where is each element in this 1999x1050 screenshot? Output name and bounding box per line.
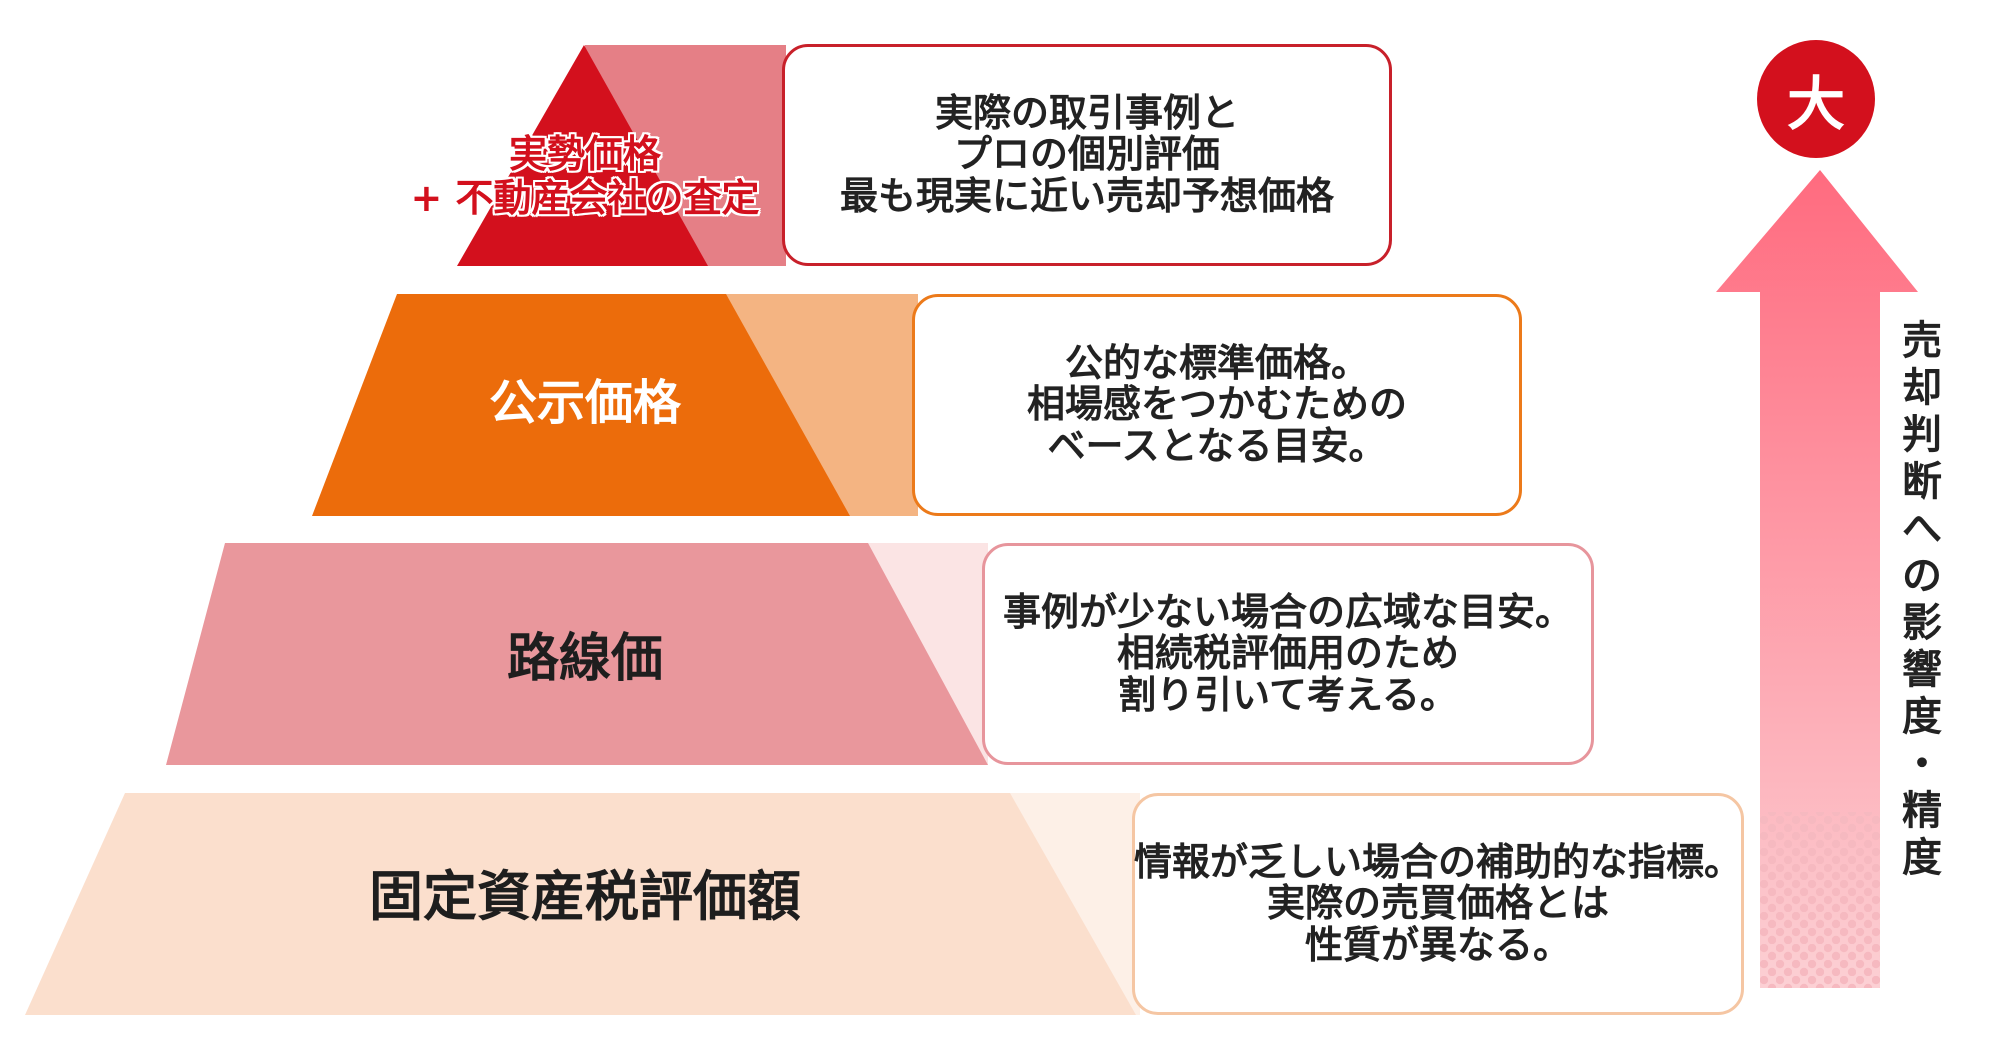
description-line: 相続税評価用のため — [1116, 631, 1459, 676]
description-line: 公的な標準価格。 — [1064, 341, 1369, 386]
axis-label-char: 度 — [1902, 835, 1942, 881]
description-line: 割り引いて考える。 — [1118, 672, 1458, 717]
large-badge: 大 — [1757, 40, 1875, 158]
tier-label-line: 固定資産税評価額 — [369, 865, 801, 928]
description-line: 実際の取引事例と — [934, 91, 1239, 136]
arrow-dot-pattern — [1760, 812, 1880, 988]
pyramid-tier-3 — [25, 793, 1136, 1015]
description-line: 情報が乏しい場合の補助的な指標。 — [1134, 840, 1743, 885]
axis-label-char: 精 — [1902, 788, 1942, 834]
tier-description-fixed-asset-value: 情報が乏しい場合の補助的な指標。 実際の売買価格とは 性質が異なる。 — [1132, 793, 1744, 1015]
tier-label-line: + 不動産会社の査定 — [410, 175, 760, 220]
tier-label-line: 公示価格 — [488, 375, 681, 431]
axis-label-char: の — [1902, 553, 1942, 599]
axis-label-char: 影 — [1902, 600, 1942, 646]
tier-description-market-price: 実際の取引事例と プロの個別評価 最も現実に近い売却予想価格 — [782, 44, 1392, 266]
axis-label-char: 判 — [1902, 412, 1942, 458]
axis-label-char: ・ — [1902, 741, 1942, 787]
tier-label-route-price: 路線価 — [400, 629, 770, 690]
tier-label-fixed-asset-value: 固定資産税評価額 — [330, 865, 840, 928]
description-line: プロの個別評価 — [953, 132, 1220, 177]
pyramid-tier-1 — [312, 294, 850, 516]
pyramid-tier-2 — [166, 543, 988, 765]
tier-label-line: 路線価 — [506, 629, 663, 689]
influence-axis-label: 売却判断への影響度・精度 — [1892, 318, 1952, 882]
description-line: 最も現実に近い売却予想価格 — [839, 173, 1334, 218]
description-line: ベースとなる目安。 — [1047, 423, 1387, 468]
axis-label-char: 断 — [1902, 459, 1942, 505]
axis-label-char: 響 — [1902, 647, 1942, 693]
axis-label-char: 却 — [1902, 365, 1942, 411]
description-line: 性質が異なる。 — [1304, 922, 1571, 967]
axis-label-char: へ — [1902, 506, 1942, 552]
description-line: 相場感をつかむための — [1026, 382, 1407, 427]
tier-description-route-price: 事例が少ない場合の広域な目安。 相続税評価用のため 割り引いて考える。 — [982, 543, 1594, 765]
description-line: 実際の売買価格とは — [1266, 881, 1609, 926]
influence-arrow — [1716, 170, 1918, 988]
tier-label-market-price: 実勢価格 + 不動産会社の査定 — [390, 132, 780, 220]
tier-label-line: 実勢価格 — [508, 132, 661, 176]
pyramid-tier-0 — [457, 45, 708, 266]
large-badge-text: 大 — [1786, 70, 1845, 138]
arrow-shape — [1716, 170, 1918, 988]
tier-description-public-price: 公的な標準価格。 相場感をつかむための ベースとなる目安。 — [912, 294, 1522, 516]
tier-label-public-price: 公示価格 — [400, 375, 770, 431]
axis-label-char: 度 — [1902, 694, 1942, 740]
description-line: 事例が少ない場合の広域な目安。 — [1002, 590, 1573, 635]
axis-label-char: 売 — [1902, 318, 1942, 364]
